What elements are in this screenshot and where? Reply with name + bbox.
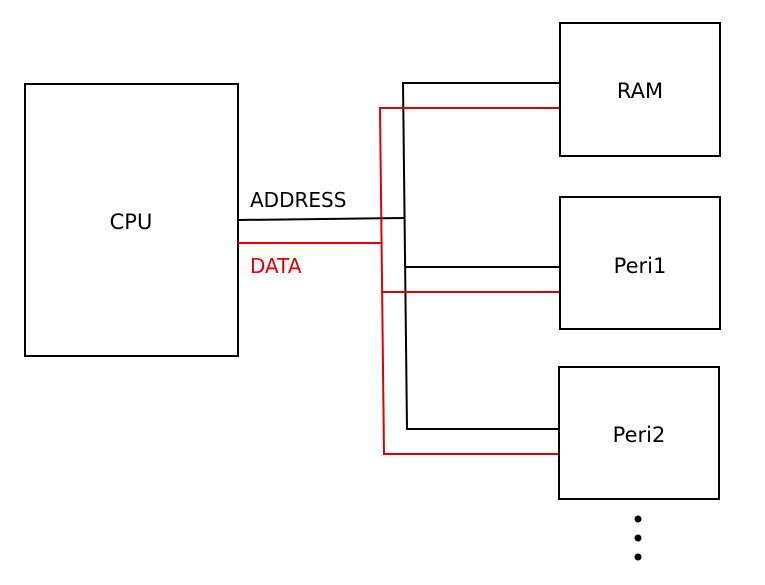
peri2-block: Peri2: [558, 366, 720, 500]
peri2-label: Peri2: [613, 423, 666, 447]
peri2-box: [558, 366, 720, 500]
peri1-box: [559, 196, 721, 330]
ellipsis-dot: [634, 534, 642, 542]
peri1-block: Peri1: [559, 196, 721, 330]
ram-label: RAM: [617, 79, 663, 103]
cpu-box: [24, 83, 239, 357]
data-bus: [238, 106, 560, 456]
data-trunk: [378, 106, 386, 456]
ellipsis-dot: [634, 553, 642, 561]
address-line-cpu: [237, 216, 405, 222]
cpu-label: CPU: [110, 210, 153, 234]
continuation-ellipsis-icon: [634, 515, 642, 561]
ram-block: RAM: [559, 22, 721, 157]
address-bus: [237, 81, 560, 431]
data-bus-label: DATA: [250, 254, 302, 278]
address-bus-label: ADDRESS: [250, 188, 346, 212]
peri1-label: Peri1: [614, 254, 667, 278]
cpu-block: CPU: [24, 83, 239, 357]
ellipsis-dot: [634, 515, 642, 523]
ram-box: [559, 22, 721, 157]
address-trunk: [401, 81, 409, 431]
